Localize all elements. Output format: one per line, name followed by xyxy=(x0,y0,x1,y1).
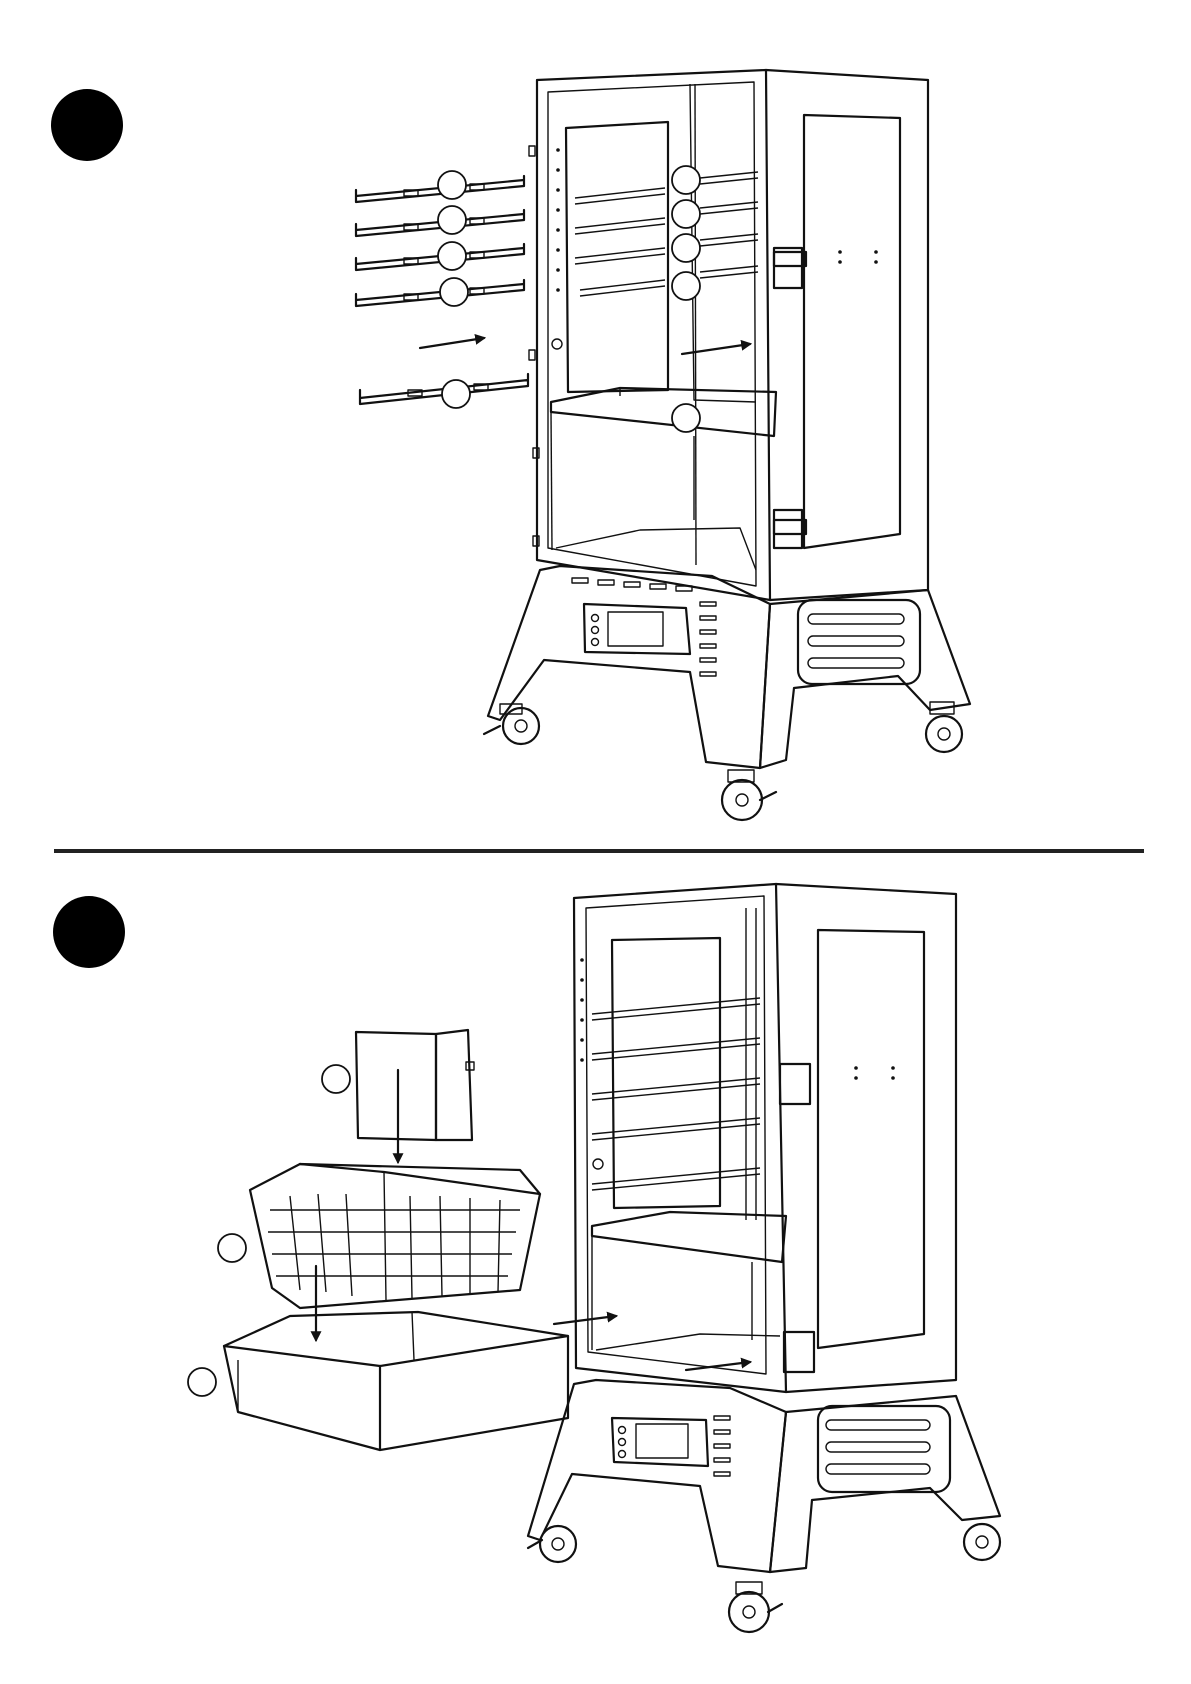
step-1-arrow-left xyxy=(420,338,484,348)
step-2-heat-shield xyxy=(356,1030,474,1140)
step-2-ash-tray xyxy=(224,1312,568,1450)
step-1-arrow-right xyxy=(682,344,750,354)
step-1-smoker-drawing xyxy=(484,70,970,820)
step-2-smoker-drawing xyxy=(528,884,1000,1632)
step-2-callouts xyxy=(188,1065,350,1396)
step-1-wheels xyxy=(484,702,962,820)
step-2-charcoal-basket xyxy=(250,1164,540,1308)
step-2-wheels xyxy=(528,1524,1000,1632)
step-2-arrow-insert-left xyxy=(554,1316,616,1324)
